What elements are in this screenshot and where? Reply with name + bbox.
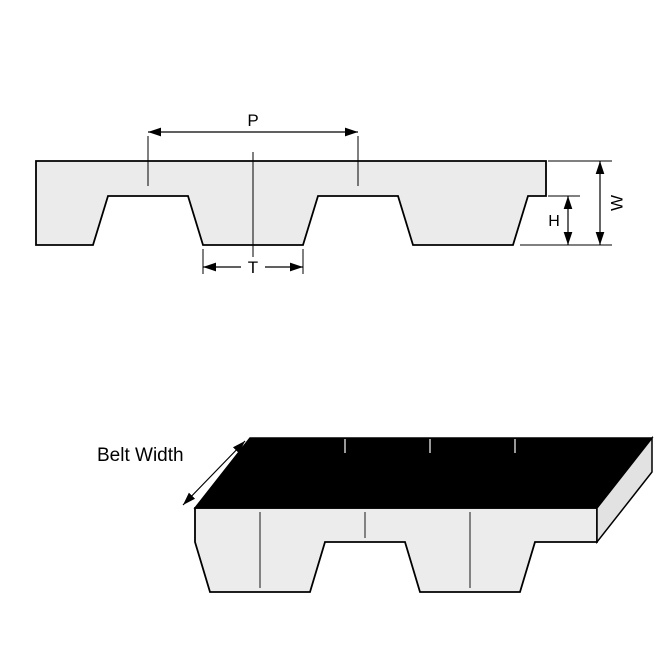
tooth-height-dimension: H <box>548 195 580 245</box>
isometric-view: Belt Width <box>97 435 654 593</box>
cross-section-view: P T H W <box>35 111 626 277</box>
belt-width-arrow <box>182 440 246 506</box>
belt-thickness-label: W <box>607 195 626 211</box>
belt-top-surface <box>193 437 654 509</box>
belt-thickness-dimension: W <box>520 160 626 246</box>
tooth-width-label: T <box>248 258 258 277</box>
belt-profile-outline <box>35 160 547 246</box>
tooth-height-label: H <box>548 213 560 230</box>
belt-end-face <box>596 435 653 545</box>
tooth-width-dimension: T <box>202 249 304 277</box>
belt-width-dimension: Belt Width <box>97 440 246 506</box>
belt-front-face <box>194 507 598 593</box>
pitch-label: P <box>247 111 258 130</box>
pitch-dimension: P <box>147 111 359 186</box>
belt-width-label: Belt Width <box>97 445 184 466</box>
